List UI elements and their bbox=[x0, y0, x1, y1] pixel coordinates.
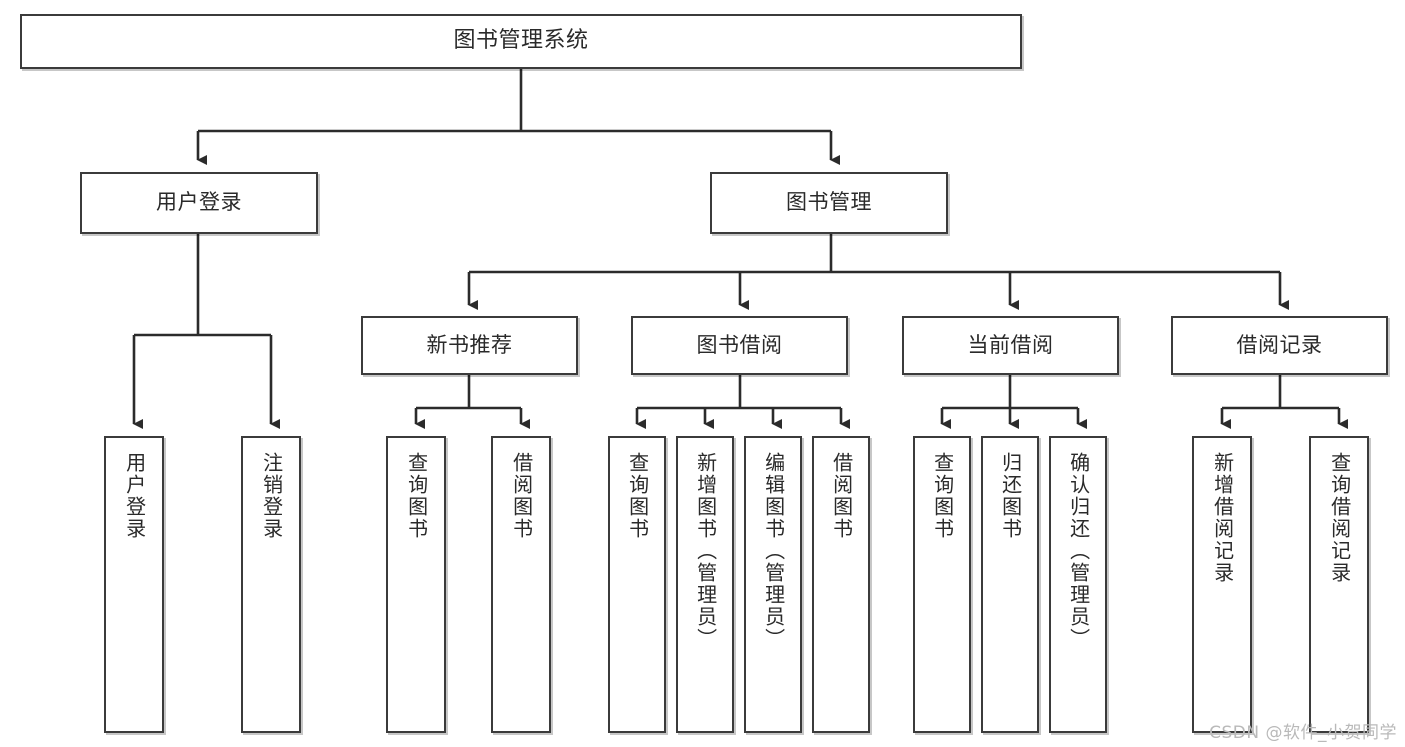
leaf-user-login-login[interactable]: 用户登录 bbox=[104, 436, 164, 733]
leaf-label: 新增图书（管理员） bbox=[693, 452, 718, 650]
node-label: 图书管理 bbox=[786, 190, 872, 215]
leaf-label: 查询图书 bbox=[404, 452, 429, 540]
node-new-book-recommend[interactable]: 新书推荐 bbox=[361, 316, 578, 375]
node-root-library-system[interactable]: 图书管理系统 bbox=[20, 14, 1022, 69]
node-label: 图书借阅 bbox=[696, 332, 783, 357]
leaf-borrow-record-query-record[interactable]: 查询借阅记录 bbox=[1309, 436, 1369, 733]
leaf-label: 查询图书 bbox=[930, 452, 955, 540]
leaf-label: 编辑图书（管理员） bbox=[761, 452, 786, 650]
leaf-book-borrow-add-book[interactable]: 新增图书（管理员） bbox=[676, 436, 734, 733]
leaf-label: 查询图书 bbox=[625, 452, 650, 540]
leaf-book-borrow-query-book[interactable]: 查询图书 bbox=[608, 436, 666, 733]
leaf-new-book-borrow-book[interactable]: 借阅图书 bbox=[491, 436, 551, 733]
node-book-borrow[interactable]: 图书借阅 bbox=[631, 316, 848, 375]
leaf-current-borrow-confirm-return[interactable]: 确认归还（管理员） bbox=[1049, 436, 1107, 733]
leaf-label: 确认归还（管理员） bbox=[1066, 452, 1091, 650]
node-label: 新书推荐 bbox=[426, 332, 513, 357]
node-label: 用户登录 bbox=[156, 190, 242, 215]
node-label: 借阅记录 bbox=[1236, 332, 1323, 357]
leaf-label: 注销登录 bbox=[259, 452, 284, 540]
node-book-management[interactable]: 图书管理 bbox=[710, 172, 948, 234]
node-label: 图书管理系统 bbox=[453, 28, 589, 54]
leaf-current-borrow-query-book[interactable]: 查询图书 bbox=[913, 436, 971, 733]
leaf-borrow-record-add-record[interactable]: 新增借阅记录 bbox=[1192, 436, 1252, 733]
node-label: 当前借阅 bbox=[967, 332, 1054, 357]
leaf-book-borrow-edit-book[interactable]: 编辑图书（管理员） bbox=[744, 436, 802, 733]
node-current-borrow[interactable]: 当前借阅 bbox=[902, 316, 1119, 375]
leaf-new-book-query-book[interactable]: 查询图书 bbox=[386, 436, 446, 733]
leaf-current-borrow-return-book[interactable]: 归还图书 bbox=[981, 436, 1039, 733]
leaf-label: 用户登录 bbox=[122, 452, 147, 540]
leaf-label: 归还图书 bbox=[998, 452, 1023, 540]
watermark-csdn: CSDN @软件_小贺同学 bbox=[1209, 723, 1397, 743]
leaf-label: 查询借阅记录 bbox=[1327, 452, 1352, 584]
node-user-login[interactable]: 用户登录 bbox=[80, 172, 318, 234]
leaf-label: 借阅图书 bbox=[829, 452, 854, 540]
leaf-label: 新增借阅记录 bbox=[1210, 452, 1235, 584]
node-borrow-record[interactable]: 借阅记录 bbox=[1171, 316, 1388, 375]
leaf-label: 借阅图书 bbox=[509, 452, 534, 540]
leaf-user-login-logout[interactable]: 注销登录 bbox=[241, 436, 301, 733]
leaf-book-borrow-borrow-book[interactable]: 借阅图书 bbox=[812, 436, 870, 733]
